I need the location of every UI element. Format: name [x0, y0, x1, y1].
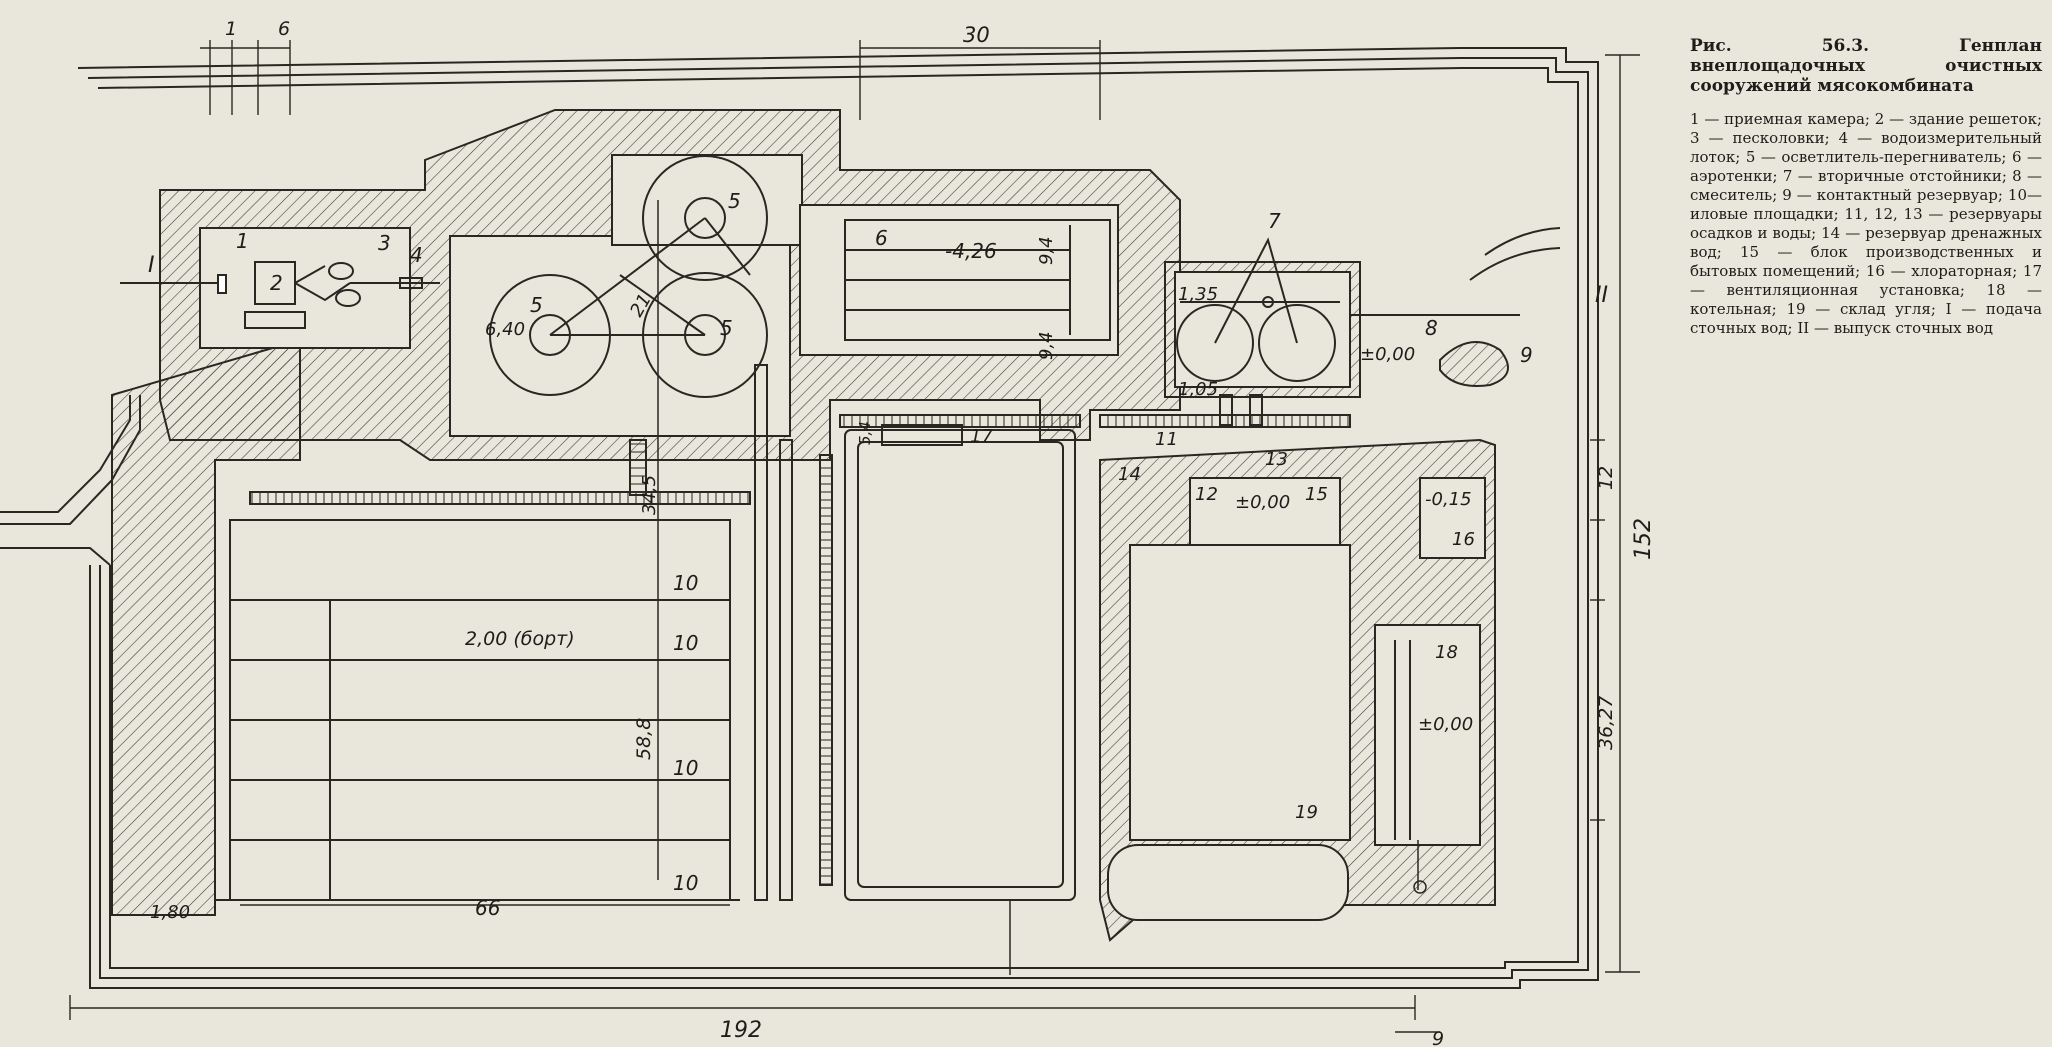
label-16: 16 [1452, 529, 1475, 550]
elev-block: ±0,00 [1235, 492, 1290, 513]
label-17: 17 [970, 426, 993, 447]
label-10a: 10 [673, 571, 698, 595]
block-15 [1107, 477, 1486, 921]
label-8: 8 [1425, 316, 1438, 340]
screens-grit-building [120, 261, 440, 329]
label-1: 1 [236, 229, 249, 253]
elev-sec-top: 1,35 [1178, 284, 1218, 305]
elev-sec-bottom: 1,05 [1178, 379, 1218, 400]
label-10b: 10 [673, 631, 698, 655]
label-13: 13 [1265, 449, 1288, 470]
label-10c: 10 [673, 756, 698, 780]
label-2: 2 [270, 271, 283, 295]
elev-boiler: ±0,00 [1418, 714, 1473, 735]
dim-1: 1 [225, 18, 237, 40]
secondary-settlers [1176, 237, 1340, 382]
elev-sludge: 2,00 (борт) [465, 628, 575, 650]
label-10d: 10 [673, 871, 698, 895]
contact-tank [1350, 227, 1561, 387]
label-5b: 5 [530, 293, 543, 317]
label-5a: 5 [728, 189, 741, 213]
label-11: 11 [1155, 429, 1178, 450]
label-outlet: II [1595, 283, 1608, 308]
site-lines [1009, 840, 1427, 975]
label-14: 14 [1118, 464, 1141, 485]
figure-title: Рис. 56.3. Генплан внеплощадочных очистн… [1690, 36, 2042, 96]
label-4: 4 [410, 243, 423, 267]
dim-6: 6 [278, 18, 290, 40]
dim-9-4-b: 9,4 [1036, 331, 1057, 360]
dim-12: 12 [1595, 466, 1617, 490]
dim-58-8: 58,8 [633, 718, 655, 760]
dimension-lines [69, 40, 1640, 1033]
central-area [844, 424, 1076, 901]
clarifier-digesters [489, 155, 768, 880]
elev-corner: 1,80 [150, 902, 190, 923]
elev-contact: ±0,00 [1360, 344, 1415, 365]
dim-66: 66 [475, 896, 500, 920]
label-7: 7 [1268, 209, 1281, 233]
label-5c: 5 [720, 316, 733, 340]
aerotanks [844, 219, 1111, 341]
label-12: 12 [1195, 484, 1218, 505]
plan-labels: 1 6 30 192 9 152 12 36,27 66 58,8 34,5 2… [148, 18, 1656, 1047]
dim-9: 9 [1432, 1028, 1444, 1047]
dim-9-4-a: 9,4 [1036, 236, 1057, 265]
dim-36-27: 36,27 [1595, 696, 1617, 750]
dim-152: 152 [1631, 518, 1656, 560]
site-boundary [77, 47, 1599, 989]
figure-caption: Рис. 56.3. Генплан внеплощадочных очистн… [1690, 36, 2042, 338]
label-inlet: I [148, 253, 155, 278]
dim-192: 192 [720, 1018, 762, 1043]
elev-clar: 6,40 [485, 319, 525, 340]
label-15: 15 [1305, 484, 1328, 505]
label-19: 19 [1295, 802, 1318, 823]
sludge-beds [215, 519, 740, 901]
dim-34-5: 34,5 [639, 475, 660, 515]
elev-aero: -4,26 [945, 239, 997, 263]
label-6: 6 [875, 226, 888, 250]
figure-legend: 1 — приемная камера; 2 — здание решеток;… [1690, 110, 2042, 337]
dim-5-4: 5,4 [856, 421, 874, 445]
site-plan-drawing: 1 6 30 192 9 152 12 36,27 66 58,8 34,5 2… [0, 18, 1656, 1047]
elev-chlor: -0,15 [1425, 489, 1472, 510]
dim-30: 30 [963, 23, 990, 47]
label-3: 3 [378, 231, 391, 255]
label-18: 18 [1435, 642, 1458, 663]
label-9: 9 [1520, 343, 1533, 367]
